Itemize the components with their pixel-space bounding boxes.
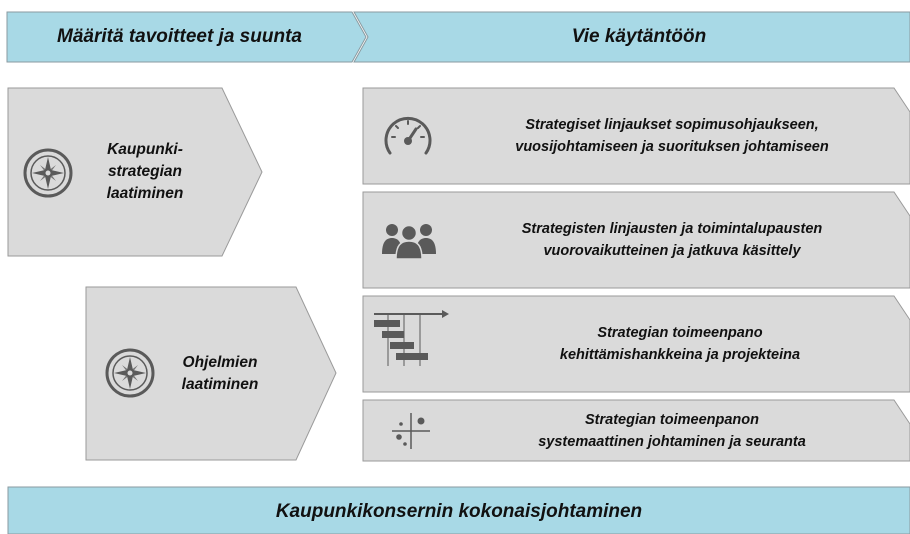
left-block-1-label: Kaupunki- strategian laatiminen <box>106 141 184 202</box>
compass-icon <box>23 148 73 198</box>
right-row-4-shape <box>362 399 910 462</box>
right-row-1-shape <box>362 87 910 185</box>
left-block-1-shape <box>7 87 263 257</box>
compass-icon <box>105 348 155 398</box>
right-row-3-label: Strategian toimeenpano kehittämishankkei… <box>559 325 801 363</box>
footer-label: Kaupunkikonsernin kokonaisjohtaminen <box>275 501 643 522</box>
speedometer-icon <box>384 116 432 155</box>
right-row-3-shape <box>362 295 910 393</box>
scatter-quadrant-icon <box>392 413 430 449</box>
right-row-2-shape <box>362 191 910 289</box>
gantt-chart-icon <box>374 310 449 366</box>
people-group-icon <box>382 224 436 260</box>
left-block-2-label: Ohjelmien laatiminen <box>181 354 259 393</box>
header-left-label: Määritä tavoitteet ja suunta <box>57 26 302 47</box>
header-right-label: Vie käytäntöön <box>571 26 707 47</box>
header-left-chevron <box>6 11 367 63</box>
footer-bar-shape <box>7 486 910 534</box>
right-row-2-label: Strategisten linjausten ja toimintalupau… <box>521 221 823 259</box>
right-row-4-label: Strategian toimeenpanon systemaattinen j… <box>538 412 806 450</box>
header-right-chevron <box>353 11 910 63</box>
right-row-1-label: Strategiset linjaukset sopimusohjaukseen… <box>515 117 829 155</box>
left-block-2-shape <box>85 286 337 461</box>
